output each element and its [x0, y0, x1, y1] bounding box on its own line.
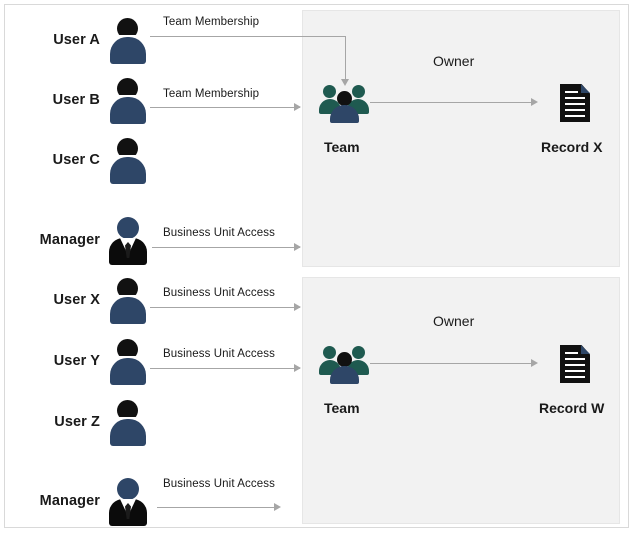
manager-icon — [106, 214, 150, 266]
actor-label-manager-bottom: Manager — [39, 493, 100, 509]
actor-row-manager-bottom[interactable]: Manager — [14, 473, 150, 529]
team-icon — [319, 83, 369, 125]
actor-label-user-b: User B — [52, 92, 100, 108]
actor-row-user-y[interactable]: User Y — [14, 333, 150, 389]
record-label-x: Record X — [541, 139, 603, 155]
arrowhead-user-x-icon — [294, 303, 301, 311]
actor-row-user-c[interactable]: User C — [14, 132, 150, 188]
connector-user-a-horizontal — [150, 36, 346, 37]
team-icon — [319, 344, 369, 386]
connector-user-b-horizontal — [150, 107, 300, 108]
team-label-top: Team — [324, 139, 360, 155]
arrowhead-user-y-icon — [294, 364, 301, 372]
arrowhead-user-a-down-icon — [341, 79, 349, 86]
person-icon — [106, 274, 150, 326]
arrowhead-record-x-icon — [531, 98, 538, 106]
connector-manager-top-horizontal — [152, 247, 300, 248]
actor-row-manager-top[interactable]: Manager — [14, 212, 150, 268]
person-icon — [106, 396, 150, 448]
connector-user-a-vertical — [345, 36, 346, 80]
team-label-bottom: Team — [324, 400, 360, 416]
arrowhead-manager-bottom-icon — [274, 503, 281, 511]
actor-label-user-z: User Z — [54, 414, 100, 430]
actor-row-user-b[interactable]: User B — [14, 72, 150, 128]
manager-icon — [106, 475, 150, 527]
actor-row-user-x[interactable]: User X — [14, 272, 150, 328]
edge-label-user-x-business-unit-access: Business Unit Access — [163, 287, 275, 299]
actor-label-user-a: User A — [53, 32, 100, 48]
person-icon — [106, 134, 150, 186]
person-icon — [106, 335, 150, 387]
connector-manager-bottom-horizontal — [157, 507, 277, 508]
arrowhead-user-b-icon — [294, 103, 301, 111]
connector-user-x-horizontal — [150, 307, 300, 308]
arrowhead-record-w-icon — [531, 359, 538, 367]
edge-label-manager-bottom-business-unit-access: Business Unit Access — [163, 478, 275, 490]
actor-label-manager-top: Manager — [39, 232, 100, 248]
actor-label-user-c: User C — [52, 152, 100, 168]
actor-label-user-x: User X — [53, 292, 100, 308]
actor-row-user-a[interactable]: User A — [14, 12, 150, 68]
owner-label-top: Owner — [433, 53, 475, 69]
ownership-panel-top — [302, 10, 620, 267]
ownership-panel-bottom — [302, 277, 620, 524]
edge-label-user-a-team-membership: Team Membership — [163, 16, 260, 28]
edge-label-manager-top-business-unit-access: Business Unit Access — [163, 227, 275, 239]
actor-row-user-z[interactable]: User Z — [14, 394, 150, 450]
arrowhead-manager-top-icon — [294, 243, 301, 251]
person-icon — [106, 74, 150, 126]
person-icon — [106, 14, 150, 66]
document-icon — [560, 84, 590, 122]
connector-user-y-horizontal — [150, 368, 300, 369]
record-label-w: Record W — [539, 400, 605, 416]
actor-label-user-y: User Y — [53, 353, 100, 369]
edge-label-user-b-team-membership: Team Membership — [163, 88, 260, 100]
document-icon — [560, 345, 590, 383]
owner-label-bottom: Owner — [433, 313, 475, 329]
edge-label-user-y-business-unit-access: Business Unit Access — [163, 348, 275, 360]
connector-team-record-w — [370, 363, 536, 364]
connector-team-record-x — [370, 102, 536, 103]
